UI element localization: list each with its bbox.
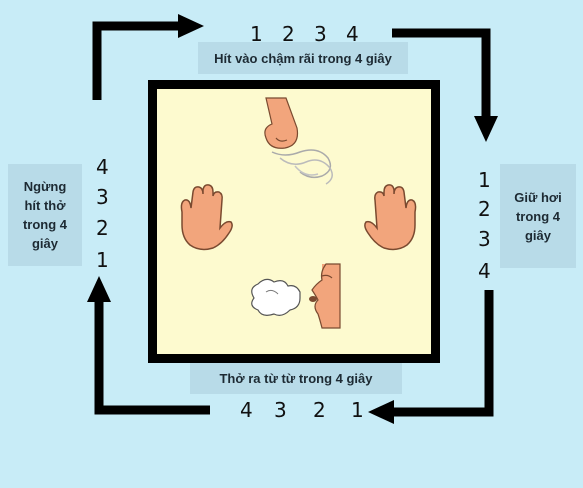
- count-left-2: 2: [96, 216, 109, 240]
- count-top-4: 4: [346, 22, 359, 46]
- label-hold-text: Giữ hơi trong 4 giây: [514, 189, 562, 243]
- count-bottom-3: 3: [274, 398, 287, 422]
- arrow-top: [92, 14, 204, 100]
- arrow-left: [87, 276, 210, 415]
- label-pause: Ngừng hít thở trong 4 giây: [8, 164, 82, 266]
- label-inhale-text: Hít vào chậm rãi trong 4 giây: [214, 50, 392, 66]
- count-right-1: 1: [478, 168, 491, 192]
- label-exhale-text: Thở ra từ từ trong 4 giây: [219, 370, 373, 386]
- nose-icon: [264, 97, 333, 185]
- label-hold: Giữ hơi trong 4 giây: [500, 164, 576, 268]
- count-left-4: 4: [96, 155, 109, 179]
- count-left-3: 3: [96, 185, 109, 209]
- count-top-2: 2: [282, 22, 295, 46]
- count-left-1: 1: [96, 248, 109, 272]
- count-bottom-4: 4: [240, 398, 253, 422]
- right-hand-icon: [364, 184, 417, 251]
- label-pause-text: Ngừng hít thở trong 4 giây: [22, 179, 68, 251]
- count-right-3: 3: [478, 227, 491, 251]
- count-top-3: 3: [314, 22, 327, 46]
- arrow-bottom: [368, 290, 494, 424]
- label-inhale: Hít vào chậm rãi trong 4 giây: [198, 42, 408, 74]
- label-exhale: Thở ra từ từ trong 4 giây: [190, 362, 402, 394]
- exhale-face-icon: [251, 263, 341, 329]
- count-bottom-2: 2: [313, 398, 326, 422]
- left-hand-icon: [180, 184, 233, 251]
- count-bottom-1: 1: [351, 398, 364, 422]
- arrow-right: [392, 28, 498, 142]
- count-top-1: 1: [250, 22, 263, 46]
- count-right-4: 4: [478, 259, 491, 283]
- count-right-2: 2: [478, 197, 491, 221]
